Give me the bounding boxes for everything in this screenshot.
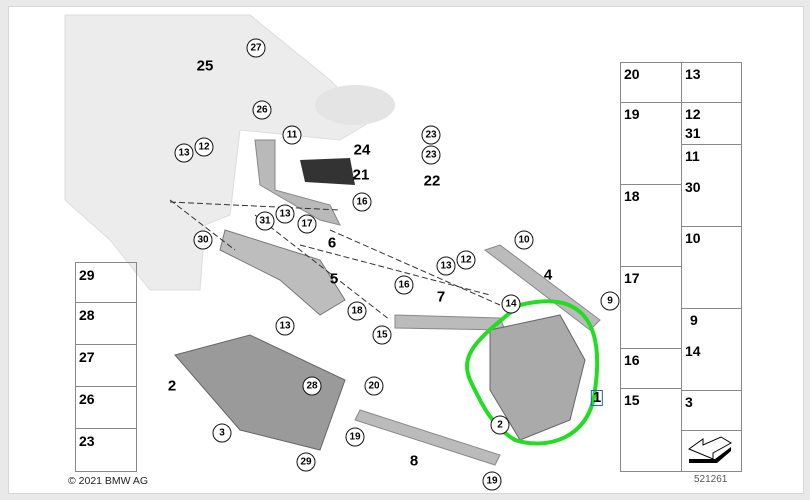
callout-2[interactable]: 2 [167, 377, 177, 395]
callout-31[interactable]: 31 [255, 211, 275, 231]
wheel-carrier-shape [489, 314, 586, 441]
part-12-label: 12 [685, 106, 701, 122]
callout-17[interactable]: 17 [297, 214, 317, 234]
part-11-label: 11 [685, 148, 700, 164]
part-18-label: 18 [624, 188, 640, 204]
part-10-label: 10 [685, 230, 701, 246]
callout-1[interactable]: 1 [590, 389, 604, 406]
underbody-panel-shape [174, 334, 346, 451]
callout-20[interactable]: 20 [364, 376, 384, 396]
callout-28[interactable]: 28 [302, 376, 322, 396]
part-13-label: 13 [685, 66, 701, 82]
callout-13c[interactable]: 13 [436, 256, 456, 276]
callout-6[interactable]: 6 [327, 234, 337, 252]
callout-23a[interactable]: 23 [421, 125, 441, 145]
callout-5[interactable]: 5 [329, 270, 339, 288]
callout-16[interactable]: 16 [352, 192, 372, 212]
part-14-label: 14 [685, 343, 701, 359]
diagram-id: 521261 [694, 474, 728, 485]
part-26-label: 26 [79, 391, 95, 407]
arm-8-shape [354, 409, 501, 466]
bracket-21-shape [300, 158, 355, 185]
callout-12b[interactable]: 12 [456, 250, 476, 270]
callout-11[interactable]: 11 [282, 125, 302, 145]
callout-15[interactable]: 15 [372, 325, 392, 345]
callout-12[interactable]: 12 [194, 137, 214, 157]
callout-23b[interactable]: 23 [421, 145, 441, 165]
callout-13d[interactable]: 13 [275, 316, 295, 336]
callout-19b[interactable]: 19 [482, 471, 502, 491]
callout-30[interactable]: 30 [193, 230, 213, 250]
callout-10[interactable]: 10 [514, 230, 534, 250]
callout-29[interactable]: 29 [296, 452, 316, 472]
part-15-label: 15 [624, 392, 640, 408]
callout-22[interactable]: 22 [423, 172, 441, 190]
part-17-label: 17 [624, 270, 640, 286]
callout-13[interactable]: 13 [174, 143, 194, 163]
callout-9[interactable]: 9 [600, 291, 620, 311]
subframe-mount [315, 85, 395, 125]
part-27-label: 27 [79, 349, 95, 365]
part-19-label: 19 [624, 106, 640, 122]
arm-7-shape [394, 314, 506, 331]
part-9-label: 9 [690, 312, 698, 328]
callout-27[interactable]: 27 [246, 38, 266, 58]
callout-24[interactable]: 24 [353, 141, 371, 159]
part-23-label: 23 [79, 433, 95, 449]
fasteners-panel: 20 19 18 17 16 15 13 12 31 11 30 10 9 14 3 [620, 62, 742, 472]
part-16-label: 16 [624, 352, 640, 368]
callout-8[interactable]: 8 [409, 452, 419, 470]
callout-3[interactable]: 3 [212, 423, 232, 443]
highlight-outline [465, 299, 600, 446]
trailing-arm-shape [219, 229, 346, 316]
part-28-label: 28 [79, 307, 95, 323]
part-31-label: 31 [685, 125, 701, 141]
small-parts-panel: 29 28 27 26 23 [75, 262, 137, 472]
copyright-text: © 2021 BMW AG [68, 475, 149, 487]
callout-18[interactable]: 18 [347, 301, 367, 321]
callout-14[interactable]: 14 [501, 294, 521, 314]
subframe-shape [64, 14, 391, 291]
callout-19[interactable]: 19 [345, 427, 365, 447]
callout-21[interactable]: 21 [352, 166, 370, 184]
direction-arrow-icon [687, 435, 735, 463]
part-29-label: 29 [79, 267, 95, 283]
part-20-label: 20 [624, 66, 640, 82]
upper-arm-shape [254, 139, 341, 226]
callout-4[interactable]: 4 [543, 266, 553, 284]
callout-2b[interactable]: 2 [490, 415, 510, 435]
callout-16b[interactable]: 16 [394, 275, 414, 295]
callout-7[interactable]: 7 [436, 288, 446, 306]
part-3-label: 3 [685, 394, 693, 410]
callout-13b[interactable]: 13 [275, 204, 295, 224]
callout-26[interactable]: 26 [252, 100, 272, 120]
callout-25[interactable]: 25 [196, 57, 214, 75]
part-30-label: 30 [685, 179, 701, 195]
